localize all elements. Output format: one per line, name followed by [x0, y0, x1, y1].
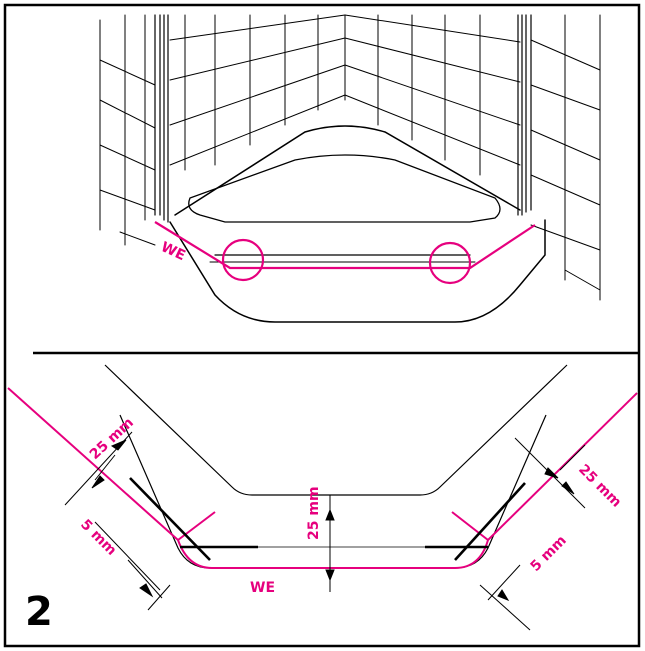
right-tick — [451, 511, 489, 541]
left-wall-tiles — [99, 14, 156, 246]
detail-edge-label: WE — [250, 580, 275, 596]
detail-magenta-lines — [7, 387, 638, 569]
dim-left-outer-label: 25 mm — [87, 415, 137, 463]
dim-left-inner-label: 5 mm — [77, 517, 119, 559]
detail-cut-lines — [129, 477, 526, 561]
figure-border — [3, 3, 641, 648]
right-wall-line — [487, 392, 638, 541]
shower-tray-illustration — [99, 14, 601, 323]
left-frame-profile — [154, 14, 169, 223]
tray-top-rim — [174, 125, 521, 216]
tray-outer — [169, 219, 546, 323]
dim-right-outer-label: 25 mm — [575, 462, 624, 511]
tray-edge-line — [177, 539, 489, 569]
back-left-wall-tiles — [169, 14, 346, 171]
left-tick — [177, 511, 216, 541]
wall-edge-line — [154, 221, 536, 270]
left-wall-line — [7, 387, 179, 541]
tray-basin — [188, 154, 501, 223]
right-frame-profile — [517, 14, 532, 216]
dim-right-inner-label: 5 mm — [528, 533, 570, 575]
top-edge-marking — [154, 221, 536, 285]
left-corner-highlight — [221, 238, 265, 282]
right-wall-tiles — [530, 14, 601, 301]
back-right-wall-tiles — [344, 14, 521, 176]
right-corner-highlight — [428, 241, 472, 285]
step-number: 2 — [25, 589, 53, 635]
dim-center-label: 25 mm — [306, 486, 322, 540]
dimension-lines — [64, 431, 586, 631]
